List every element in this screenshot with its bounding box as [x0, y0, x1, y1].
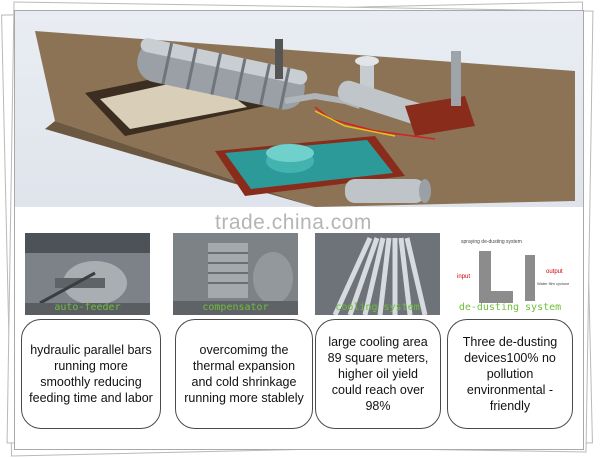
diagram-label-top: spraying de-dusting system: [461, 239, 522, 245]
brochure-card: trade.china.com auto-feeder compensator: [14, 10, 584, 450]
diagram-label-output: output: [546, 269, 563, 275]
feature-text-auto-feeder: hydraulic parallel bars running more smo…: [21, 319, 161, 429]
de-dusting-diagram: spraying de-dusting system input output …: [451, 233, 569, 315]
feature-text-cooling: large cooling area 89 square meters, hig…: [315, 319, 441, 429]
plant-3d-rendering: [15, 11, 583, 207]
diagram-label-right-note: Water film cyclone: [537, 281, 569, 286]
feature-text-de-dusting: Three de-dusting devices100% no pollutio…: [447, 319, 573, 429]
caption-auto-feeder: auto-feeder: [54, 302, 121, 313]
caption-compensator: compensator: [202, 302, 269, 313]
diagram-label-input: input: [457, 274, 470, 280]
photo-compensator: compensator: [173, 233, 298, 315]
photo-auto-feeder: auto-feeder: [25, 233, 150, 315]
watermark: trade.china.com: [215, 211, 372, 234]
photo-cooling-system: cooling system: [315, 233, 440, 315]
caption-cooling-system: cooling system: [335, 302, 420, 313]
feature-text-compensator: overcomimg the thermal expansion and col…: [175, 319, 313, 429]
caption-de-dusting: de-dusting system: [458, 302, 562, 313]
